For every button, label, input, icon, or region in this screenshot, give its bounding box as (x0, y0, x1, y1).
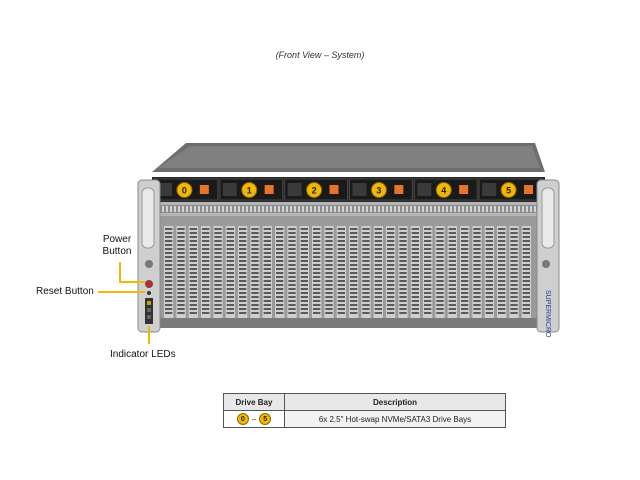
drive-bay-number: 5 (506, 186, 511, 196)
bay-range-separator: – (251, 414, 257, 424)
drive-bay-number: 4 (441, 186, 446, 196)
power-label-line1: Power (102, 234, 132, 245)
drive-latch (329, 185, 339, 194)
power-button-label: Power Button (97, 234, 137, 258)
indicator-leds-label: Indicator LEDs (110, 349, 176, 360)
drive-bay-badge (176, 182, 193, 198)
drive-latch (264, 185, 274, 194)
drive-bay-badge (306, 182, 323, 198)
bay-badge-start: 0 (236, 413, 249, 425)
figure-caption: (Front View – System) (275, 50, 365, 60)
drive-bay-badge (500, 182, 517, 198)
power-label-line2: Button (102, 246, 132, 257)
drive-latch (459, 185, 469, 194)
reset-button (147, 291, 151, 295)
power-button (145, 280, 153, 288)
drive-latch (394, 185, 404, 194)
drive-bay-number: 3 (376, 186, 381, 196)
brand-logo: SUPERMICRO (544, 290, 551, 338)
drive-latch (199, 185, 209, 194)
drive-bay-badge (370, 182, 387, 198)
drive-bay-number: 1 (247, 186, 252, 196)
drive-bay-legend-table: Drive Bay Description 0 – 5 6x 2.5" Hot-… (223, 393, 506, 428)
bay-range: 0 – 5 (236, 413, 272, 425)
reset-button-label: Reset Button (36, 286, 94, 297)
bay-badge-end: 5 (259, 413, 272, 425)
legend-data-row: 0 – 5 6x 2.5" Hot-swap NVMe/SATA3 Drive … (223, 410, 506, 428)
drive-latch (524, 185, 533, 194)
description-cell: 6x 2.5" Hot-swap NVMe/SATA3 Drive Bays (284, 410, 506, 428)
drive-bay-number: 0 (182, 186, 187, 196)
header-description: Description (284, 393, 506, 411)
drive-bay-badge (241, 182, 258, 198)
bay-range-cell: 0 – 5 (223, 410, 285, 428)
drive-bay-badge (435, 182, 452, 198)
drive-bay-number: 2 (312, 186, 317, 196)
power-callout-line (119, 262, 145, 283)
header-drive-bay: Drive Bay (223, 393, 285, 411)
legend-header-row: Drive Bay Description (223, 393, 506, 411)
